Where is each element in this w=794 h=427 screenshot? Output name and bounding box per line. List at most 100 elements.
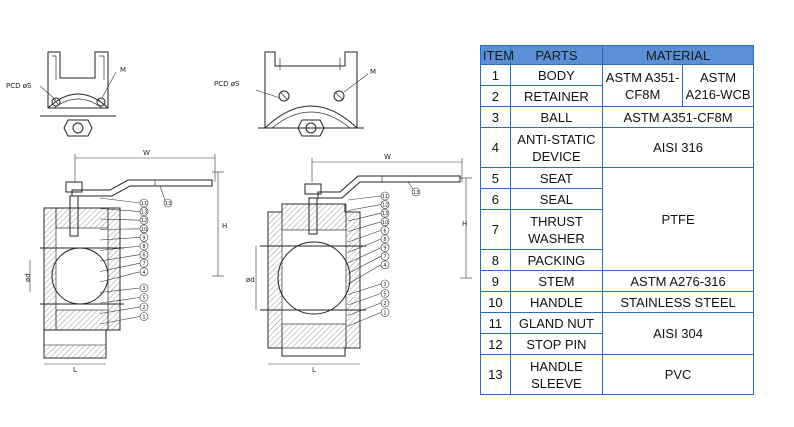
callout-number: 13: [141, 210, 147, 216]
callout-number: 13: [382, 211, 388, 217]
callout-leader: [347, 212, 382, 222]
callout-balloon: [139, 224, 149, 234]
l-label-left: L: [73, 366, 77, 374]
valve-drawing: PCD øS M PCD øS M W 13: [6, 51, 472, 374]
callout-leader: [99, 228, 141, 230]
svg-text:13: 13: [413, 190, 419, 196]
callout-balloon: [139, 293, 149, 302]
item-cell: 2: [480, 85, 511, 107]
callout-balloon: [380, 208, 390, 218]
header-item: ITEM: [480, 45, 514, 65]
table-row: 8 PACKING: [480, 249, 754, 271]
d-label-left: ød: [24, 273, 32, 282]
material-cell: AISI 304: [602, 312, 754, 355]
item-cell: 11: [480, 312, 511, 334]
item-cell: 5: [480, 167, 511, 189]
pcd-label-left: PCD øS: [6, 82, 32, 90]
callout-balloon: [139, 302, 149, 312]
callout-leader: [99, 271, 141, 283]
part-cell: STEM: [509, 270, 604, 292]
callout-number: 8: [383, 237, 386, 243]
callout-number: 6: [142, 253, 145, 259]
callout-leader: [347, 312, 382, 327]
callout-number: 5: [383, 292, 386, 298]
callout-leader: [347, 221, 382, 232]
callout-leader: [99, 287, 141, 293]
h-label-left: H: [222, 222, 227, 230]
callout-leader: [99, 262, 141, 272]
part-cell: ANTI-STATIC DEVICE: [509, 127, 604, 168]
callout-balloon: [139, 312, 149, 321]
callout-leader: [99, 297, 141, 304]
callout-leader: [99, 254, 141, 262]
item-cell: 13: [480, 354, 511, 395]
callout-leader: [99, 208, 141, 212]
callout-leader: [99, 237, 141, 241]
part-cell: PACKING: [509, 249, 604, 271]
m-label-right: M: [370, 68, 376, 76]
top-view-left: PCD øS M: [6, 51, 126, 137]
callout-number: 2: [142, 305, 145, 311]
callout-number: 6: [383, 228, 386, 234]
callout-balloon: [380, 191, 390, 201]
callout-number: 8: [142, 244, 145, 250]
table-row: 13 HANDLE SLEEVE PVC: [480, 354, 754, 395]
callout-balloon: [380, 200, 390, 209]
callout-leader: [99, 218, 141, 221]
item-cell: 12: [480, 333, 511, 355]
callout-leader: [347, 302, 382, 316]
table-row: 9 STEM ASTM A276-316: [480, 270, 754, 292]
material-cell: ASTM A276-316: [602, 270, 754, 292]
callout-leader: [347, 255, 382, 274]
w-label-right: W: [384, 153, 391, 161]
callout-number: 11: [141, 201, 147, 207]
callout-leader: [347, 195, 382, 201]
material-cell: ASTM A351-CF8M: [602, 64, 684, 107]
header-parts: PARTS: [509, 45, 604, 65]
table-row: 4 ANTI-STATIC DEVICE AISI 316: [480, 127, 754, 168]
callout-balloon: [380, 234, 390, 244]
table-row: 3 BALL ASTM A351-CF8M: [480, 106, 754, 128]
table-row: 7 THRUST WASHER: [480, 209, 754, 250]
callout-number: 11: [382, 194, 388, 200]
callout-number: 9: [142, 235, 145, 241]
callout-balloon: [139, 198, 149, 208]
material-cell: PTFE: [602, 167, 754, 271]
callout-leader: [347, 238, 382, 253]
material-cell: AISI 316: [602, 127, 754, 168]
part-cell: THRUST WASHER: [509, 209, 604, 250]
part-cell: RETAINER: [509, 85, 604, 107]
callout-balloon: [380, 279, 390, 289]
callout-number: 3: [142, 286, 145, 292]
part-cell: BALL: [509, 106, 604, 128]
callout-number: 10: [141, 227, 147, 233]
callout-balloon: [139, 283, 149, 293]
parts-table: ITEM PARTS MATERIAL 1 BODY ASTM A351-CF8…: [480, 45, 754, 395]
callout-balloon: [139, 215, 149, 225]
table-row: 1 BODY ASTM A351-CF8M ASTM A216-WCB: [480, 64, 754, 107]
l-label-right: L: [312, 366, 316, 374]
callout-balloon: [380, 289, 390, 298]
part-cell: BODY: [509, 64, 604, 86]
callout-balloon: [380, 260, 390, 270]
part-cell: SEAL: [509, 188, 604, 210]
callout-number: 5: [142, 296, 145, 302]
callout-balloon: [139, 258, 149, 268]
material-cell: PVC: [602, 354, 754, 395]
table-row: 10 HANDLE STAINLESS STEEL: [480, 291, 754, 313]
callout-leader: [347, 264, 382, 285]
callout-number: 1: [142, 315, 145, 321]
callout-balloon: [139, 207, 149, 216]
table-row: 2 RETAINER: [480, 85, 754, 107]
part-cell: STOP PIN: [509, 333, 604, 355]
callout-leader: [99, 197, 141, 204]
part-cell: SEAT: [509, 167, 604, 189]
callout-number: 1: [383, 311, 386, 317]
callout-balloon: [139, 250, 149, 259]
callout-number: 7: [383, 254, 386, 260]
callout-number: 12: [382, 203, 388, 209]
table-row: 12 STOP PIN: [480, 333, 754, 355]
callout-balloon: [139, 233, 149, 242]
